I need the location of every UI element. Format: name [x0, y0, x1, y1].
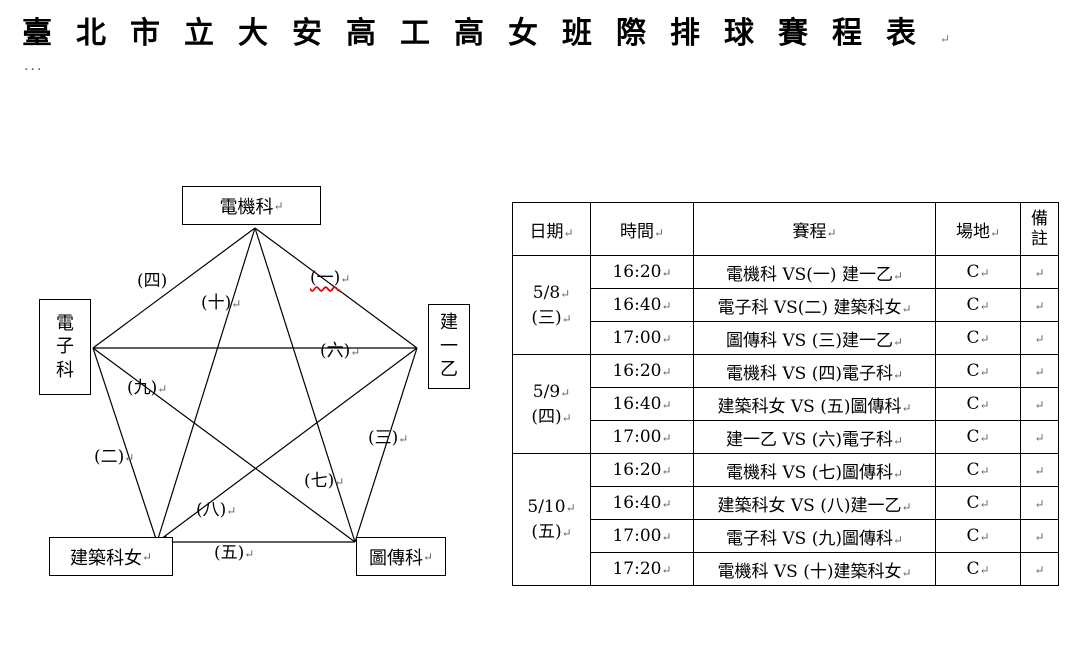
line-right-bottomleft: [156, 347, 418, 543]
note-cell: ↵: [1020, 420, 1059, 454]
table-row: 16:40↵ 電子科 VS(二) 建築科女↵ C↵ ↵: [513, 288, 1059, 322]
time-cell: 17:00↵: [590, 321, 694, 355]
note-cell: ↵: [1020, 255, 1059, 289]
venue-cell: C↵: [935, 288, 1021, 322]
paragraph-mark-icon: ↵: [940, 32, 951, 46]
venue-cell: C↵: [935, 387, 1021, 421]
venue-cell: C↵: [935, 420, 1021, 454]
time-cell: 16:40↵: [590, 387, 694, 421]
team-box-left: 電 子 科: [39, 299, 91, 395]
match-cell: 電子科 VS (九)圖傳科↵: [693, 519, 936, 553]
match-cell: 電子科 VS(二) 建築科女↵: [693, 288, 936, 322]
table-row: 17:00↵ 電子科 VS (九)圖傳科↵ C↵ ↵: [513, 519, 1059, 553]
match-label-7: (七)↵: [304, 471, 345, 491]
table-row: 16:40↵ 建築科女 VS (八)建一乙↵ C↵ ↵: [513, 486, 1059, 520]
note-cell: ↵: [1020, 387, 1059, 421]
time-cell: 16:20↵: [590, 453, 694, 487]
line-right-bottomright: [354, 347, 418, 543]
time-cell: 17:00↵: [590, 519, 694, 553]
time-cell: 16:40↵: [590, 486, 694, 520]
match-cell: 建一乙 VS (六)電子科↵: [693, 420, 936, 454]
table-row: 5/9↵(四)↵ 16:20↵ 電機科 VS (四)電子科↵ C↵ ↵: [512, 354, 1059, 454]
team-box-right: 建 一 乙: [428, 304, 470, 389]
match-label-1: (一)↵: [310, 268, 351, 288]
date-cell: 5/10↵(五)↵: [512, 453, 591, 586]
venue-cell: C↵: [935, 453, 1021, 487]
line-top-bottomright: [254, 227, 356, 543]
time-cell: 17:20↵: [590, 552, 694, 586]
note-cell: ↵: [1020, 486, 1059, 520]
table-row: 5/10↵(五)↵ 16:20↵ 電機科 VS (七)圖傳科↵ C↵ ↵: [512, 453, 1059, 586]
team-box-bottom-left: 建築科女↵: [49, 537, 173, 576]
date-cell: 5/8↵(三)↵: [512, 255, 591, 355]
match-label-9: (九)↵: [127, 378, 168, 398]
note-cell: ↵: [1020, 354, 1059, 388]
line-top-bottomleft: [156, 227, 256, 543]
match-label-2: (二)↵: [94, 447, 135, 467]
table-row: 17:00↵ 圖傳科 VS (三)建一乙↵ C↵ ↵: [513, 321, 1059, 355]
match-label-8: (八)↵: [196, 500, 237, 520]
venue-cell: C↵: [935, 354, 1021, 388]
match-cell: 圖傳科 VS (三)建一乙↵: [693, 321, 936, 355]
note-cell: ↵: [1020, 519, 1059, 553]
table-row: 16:40↵ 建築科女 VS (五)圖傳科↵ C↵ ↵: [513, 387, 1059, 421]
line-left-bottomleft: [92, 347, 158, 543]
venue-cell: C↵: [935, 321, 1021, 355]
line-top-left: [92, 227, 256, 349]
table-row: 5/8↵(三)↵ 16:20↵ 電機科 VS(一) 建一乙↵ C↵ ↵: [512, 255, 1059, 355]
note-cell: ↵: [1020, 288, 1059, 322]
match-label-5: (五)↵: [214, 543, 255, 563]
schedule-table: 日期↵ 時間↵ 賽程↵ 場地↵ 備註 5/8↵(三)↵ 16:20↵ 電機科 V…: [512, 202, 1059, 586]
header-note: 備註: [1020, 202, 1059, 256]
venue-cell: C↵: [935, 519, 1021, 553]
page-title: 臺北市立大安高工高女班際排球賽程表↵: [22, 16, 951, 51]
match-label-6: (六)↵: [320, 341, 361, 361]
match-cell: 建築科女 VS (五)圖傳科↵: [693, 387, 936, 421]
venue-cell: C↵: [935, 255, 1021, 289]
time-cell: 16:20↵: [590, 255, 694, 289]
header-date: 日期↵: [512, 202, 591, 256]
match-label-4: (四): [137, 271, 168, 291]
header-match: 賽程↵: [693, 202, 936, 256]
table-row: 17:20↵ 電機科 VS (十)建築科女↵ C↵ ↵: [513, 552, 1059, 586]
match-label-3: (三)↵: [368, 428, 409, 448]
date-cell: 5/9↵(四)↵: [512, 354, 591, 454]
time-cell: 16:20↵: [590, 354, 694, 388]
line-left-bottomright: [92, 347, 356, 543]
match-cell: 電機科 VS (四)電子科↵: [693, 354, 936, 388]
team-box-top: 電機科↵: [182, 186, 321, 225]
line-top-right: [254, 227, 418, 349]
placeholder-dots: ···: [24, 62, 44, 78]
header-venue: 場地↵: [935, 202, 1021, 256]
time-cell: 17:00↵: [590, 420, 694, 454]
team-box-bottom-right: 圖傳科↵: [356, 537, 446, 576]
header-row: 日期↵ 時間↵ 賽程↵ 場地↵ 備註: [512, 202, 1059, 256]
header-time: 時間↵: [590, 202, 694, 256]
note-cell: ↵: [1020, 321, 1059, 355]
match-cell: 建築科女 VS (八)建一乙↵: [693, 486, 936, 520]
match-label-10: (十)↵: [201, 293, 242, 313]
round-robin-diagram: 電機科↵ 電 子 科 建 一 乙 建築科女↵ 圖傳科↵ (四) (一)↵ (十)…: [0, 170, 500, 600]
time-cell: 16:40↵: [590, 288, 694, 322]
table-row: 17:00↵ 建一乙 VS (六)電子科↵ C↵ ↵: [513, 420, 1059, 454]
match-cell: 電機科 VS (十)建築科女↵: [693, 552, 936, 586]
venue-cell: C↵: [935, 486, 1021, 520]
note-cell: ↵: [1020, 552, 1059, 586]
venue-cell: C↵: [935, 552, 1021, 586]
match-cell: 電機科 VS (七)圖傳科↵: [693, 453, 936, 487]
match-cell: 電機科 VS(一) 建一乙↵: [693, 255, 936, 289]
note-cell: ↵: [1020, 453, 1059, 487]
